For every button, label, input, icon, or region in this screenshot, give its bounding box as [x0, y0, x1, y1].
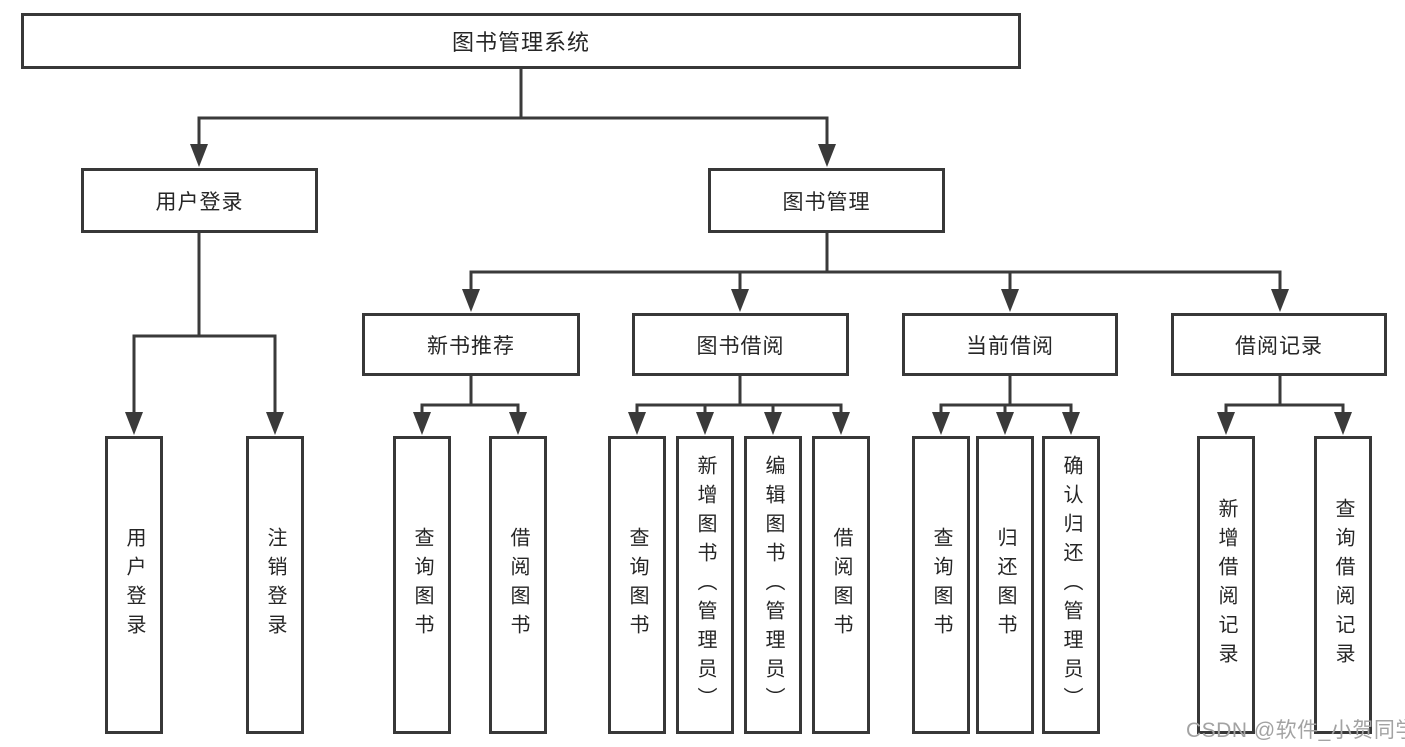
arrow-down-icon [462, 289, 480, 312]
arrow-down-icon [1217, 412, 1235, 435]
arrow-down-icon [696, 412, 714, 435]
node-system-root: 图书管理系统 [21, 13, 1021, 69]
node-leaf-edit-books-admin: 编辑图书（管理员） [744, 436, 802, 734]
node-label: 注销登录 [264, 527, 286, 643]
node-label: 当前借阅 [966, 334, 1054, 358]
node-label: 图书借阅 [696, 334, 785, 358]
connector-book-borrowing-to-leaves [635, 376, 843, 413]
arrow-down-icon [509, 412, 527, 435]
node-label: 查询图书 [411, 527, 433, 643]
node-book-management: 图书管理 [708, 168, 945, 233]
node-label: 新增借阅记录 [1215, 498, 1237, 672]
node-leaf-query-books-current: 查询图书 [912, 436, 970, 734]
node-label: 查询借阅记录 [1332, 498, 1354, 672]
node-leaf-query-borrow-record: 查询借阅记录 [1314, 436, 1372, 734]
node-leaf-add-books-admin: 新增图书（管理员） [676, 436, 734, 734]
arrow-down-icon [1334, 412, 1352, 435]
node-label: 新书推荐 [427, 334, 515, 358]
arrow-down-icon [1271, 289, 1289, 312]
arrow-down-icon [764, 412, 782, 435]
node-label: 借阅记录 [1235, 334, 1323, 358]
node-book-borrowing: 图书借阅 [632, 313, 849, 376]
connector-current-borrowing-to-leaves [939, 376, 1073, 413]
node-leaf-query-books-borrowing: 查询图书 [608, 436, 666, 734]
node-label: 归还图书 [994, 527, 1016, 643]
arrow-down-icon [190, 144, 208, 167]
node-new-book-recommendation: 新书推荐 [362, 313, 580, 376]
node-label: 确认归还（管理员） [1060, 454, 1082, 716]
connector-book-management-to-level3 [469, 233, 1282, 290]
watermark: CSDN @软件_小贺同学 [1186, 719, 1405, 742]
arrow-down-icon [628, 412, 646, 435]
node-label: 借阅图书 [507, 527, 529, 643]
arrow-down-icon [932, 412, 950, 435]
arrow-down-icon [413, 412, 431, 435]
arrow-down-icon [266, 412, 284, 435]
connector-borrow-records-to-leaves [1224, 376, 1345, 413]
node-label: 图书管理系统 [451, 30, 590, 55]
node-label: 查询图书 [930, 527, 952, 643]
arrow-down-icon [832, 412, 850, 435]
node-label: 用户登录 [155, 190, 244, 214]
connector-root-to-level2 [197, 69, 829, 145]
arrow-down-icon [731, 289, 749, 312]
node-borrowing-records: 借阅记录 [1171, 313, 1387, 376]
arrow-down-icon [996, 412, 1014, 435]
node-label: 编辑图书（管理员） [762, 454, 784, 716]
connector-user-login-to-leaves [132, 233, 277, 413]
arrow-down-icon [818, 144, 836, 167]
arrow-down-icon [125, 412, 143, 435]
node-label: 新增图书（管理员） [694, 454, 716, 716]
node-label: 图书管理 [782, 190, 871, 214]
node-leaf-logout: 注销登录 [246, 436, 304, 734]
node-leaf-borrow-books: 借阅图书 [812, 436, 870, 734]
node-leaf-user-login: 用户登录 [105, 436, 163, 734]
node-leaf-return-books: 归还图书 [976, 436, 1034, 734]
node-current-borrowing: 当前借阅 [902, 313, 1118, 376]
arrow-down-icon [1001, 289, 1019, 312]
node-label: 借阅图书 [830, 527, 852, 643]
node-leaf-add-borrow-record: 新增借阅记录 [1197, 436, 1255, 734]
node-label: 用户登录 [123, 527, 145, 643]
node-user-login: 用户登录 [81, 168, 318, 233]
node-label: 查询图书 [626, 527, 648, 643]
node-leaf-borrow-books-recommend: 借阅图书 [489, 436, 547, 734]
node-leaf-query-books-recommend: 查询图书 [393, 436, 451, 734]
connector-new-book-to-leaves [420, 376, 520, 413]
arrow-down-icon [1062, 412, 1080, 435]
node-leaf-confirm-return-admin: 确认归还（管理员） [1042, 436, 1100, 734]
